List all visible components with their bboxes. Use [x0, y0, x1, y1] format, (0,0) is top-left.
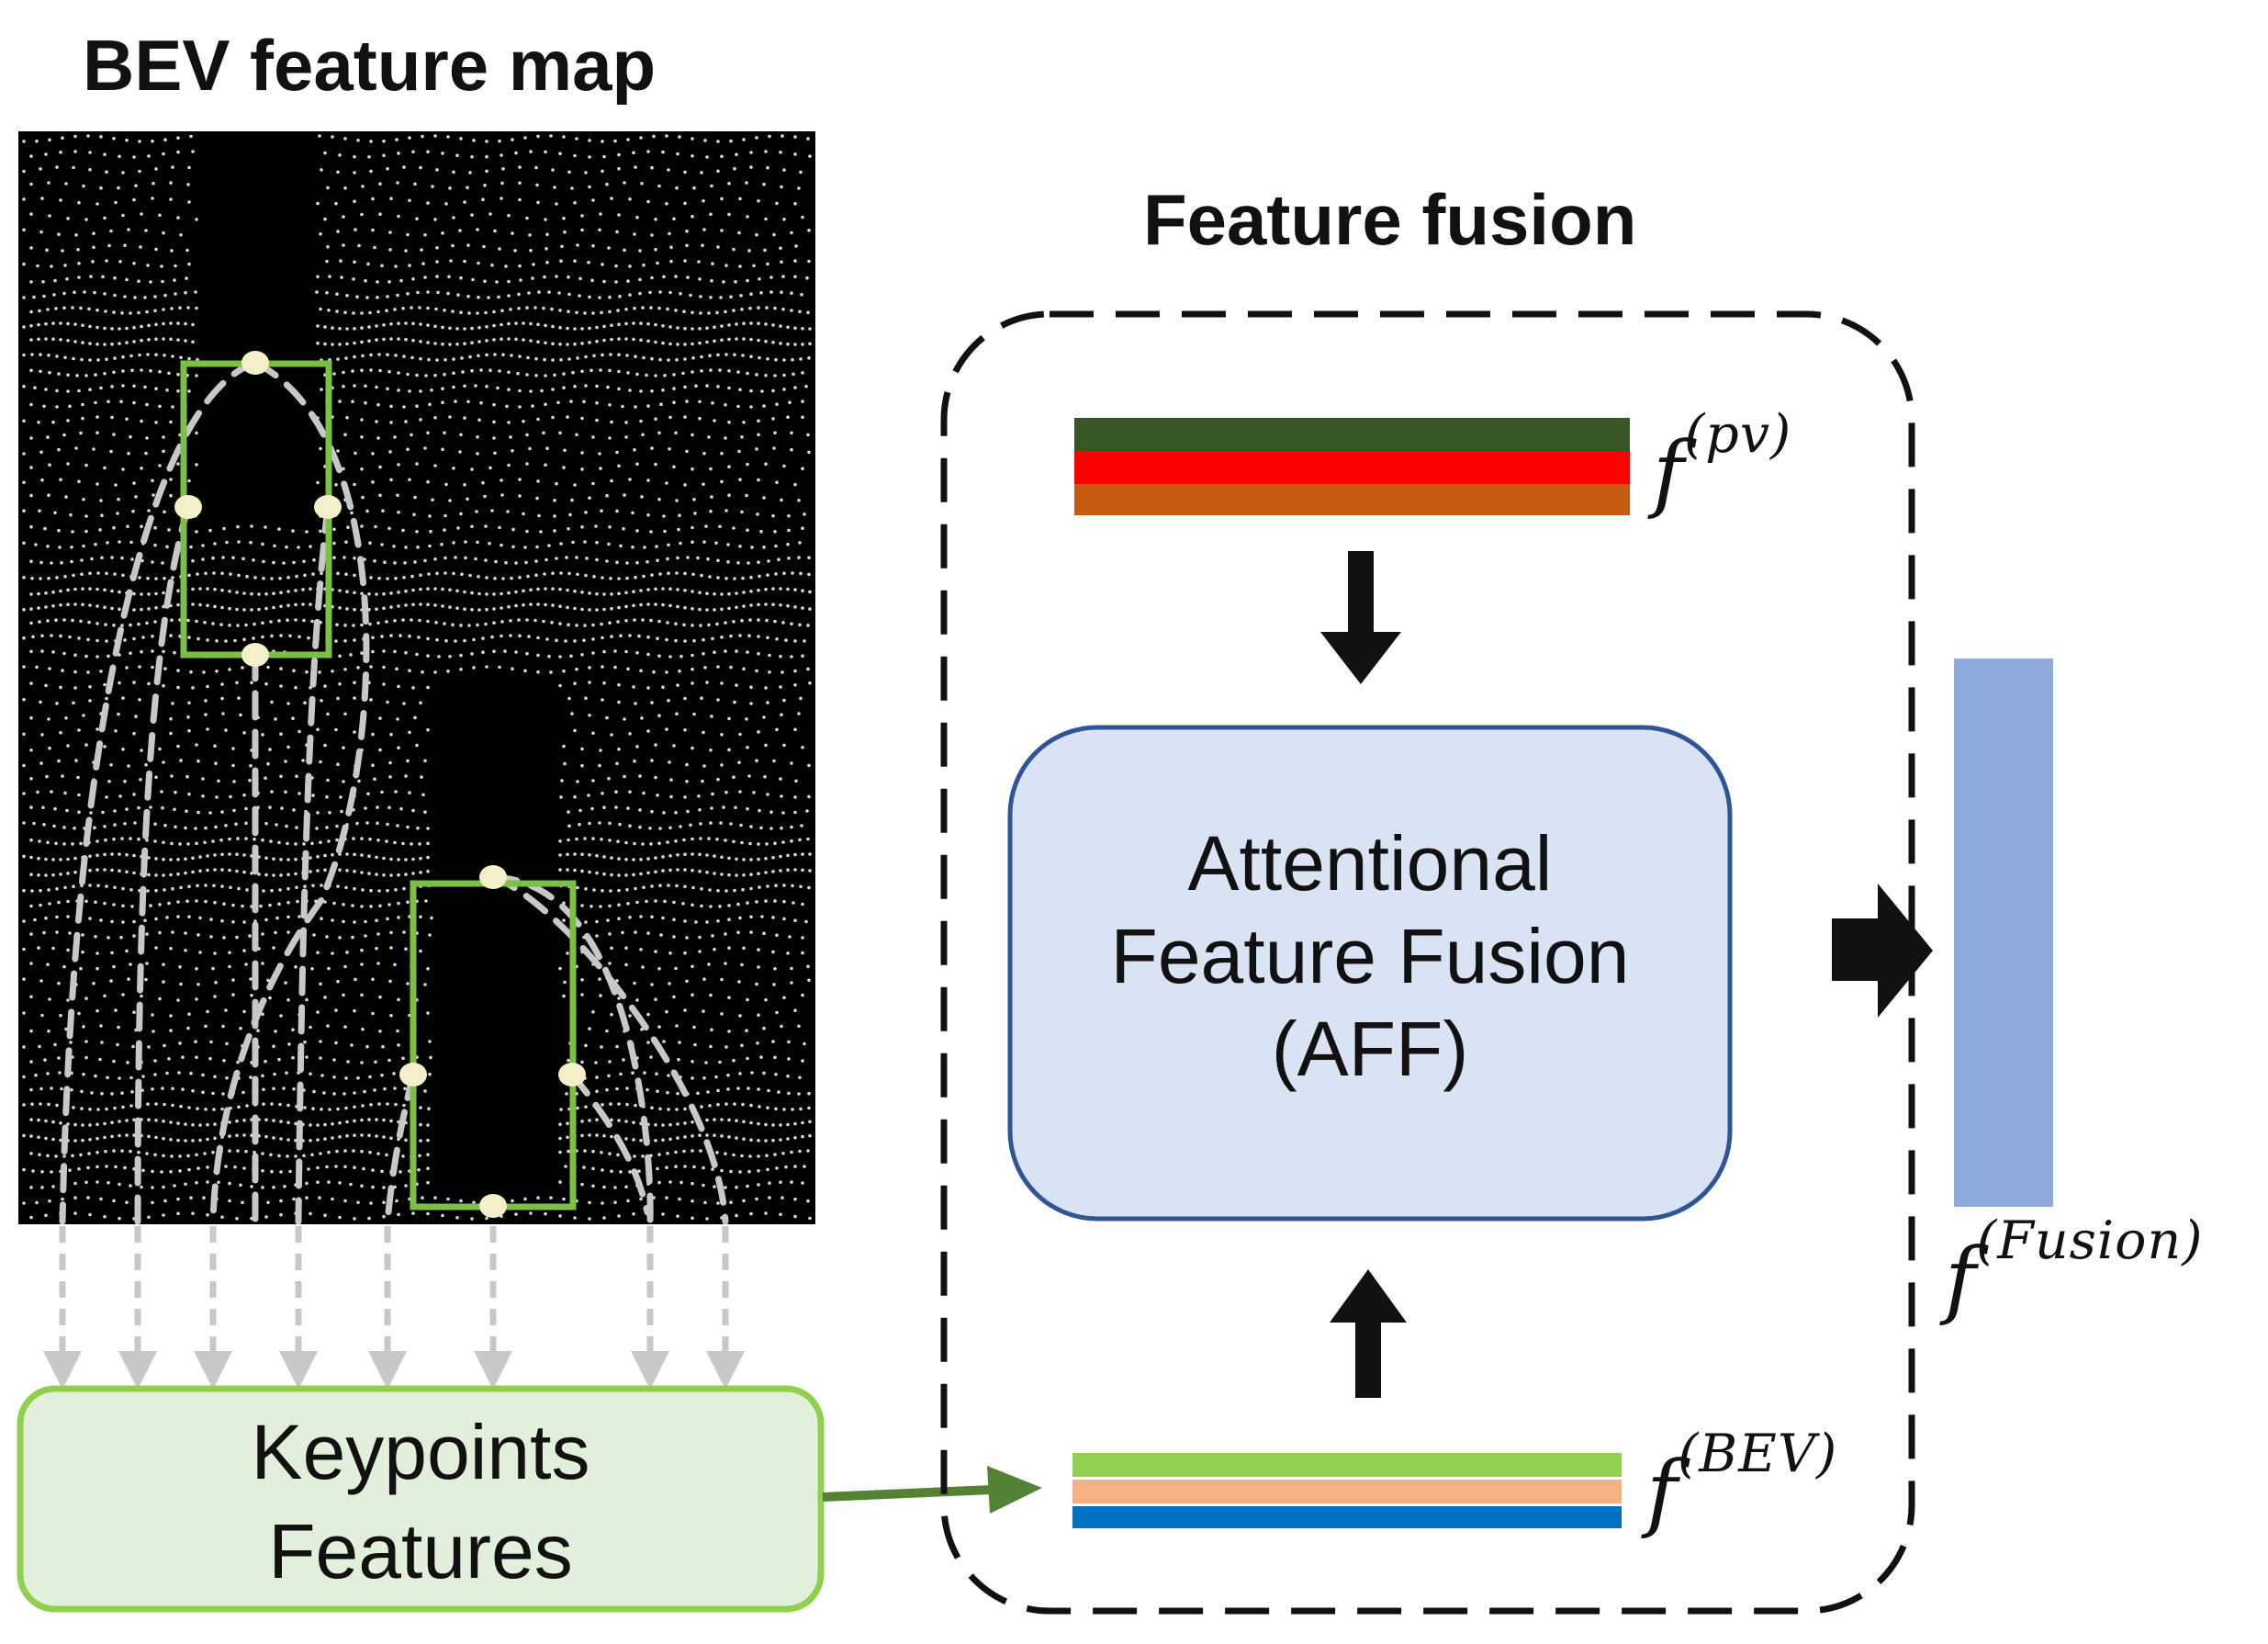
pv-feature-vector: [1074, 418, 1630, 515]
bev-to-aff-arrow: [1330, 1269, 1407, 1398]
keypoints-to-bev-arrow: [822, 1466, 1042, 1514]
bev-feature-label: f(BEV): [1646, 1424, 1837, 1541]
pv-to-aff-arrow: [1320, 551, 1401, 684]
keypoint-down-arrows: [43, 1226, 745, 1390]
aff-line-2: Feature Fusion: [1110, 912, 1630, 999]
fusion-feature-vector: [1954, 659, 2053, 1207]
curve-2: [134, 503, 192, 1225]
bev-map-title: BEV feature map: [83, 25, 657, 106]
curve-4: [295, 503, 331, 1225]
keypoint-projection-curves: [59, 359, 729, 1225]
curve-1: [59, 359, 259, 1225]
bev-stripe-1: [1072, 1453, 1622, 1477]
pv-label-sup: (pv): [1684, 404, 1792, 465]
bev-stripe-3: [1072, 1506, 1622, 1528]
curve-3: [209, 359, 370, 1225]
pv-stripe-3: [1074, 484, 1630, 515]
fusion-label-sup: (Fusion): [1976, 1210, 2204, 1271]
keypoints-line-1: Keypoints: [251, 1409, 590, 1495]
bev-label-sup: (BEV): [1678, 1424, 1838, 1484]
fusion-feature-label: f(Fusion): [1945, 1210, 2203, 1328]
pv-feature-label: f(pv): [1653, 404, 1791, 522]
aff-to-fusion-arrow: [1832, 884, 1933, 1018]
aff-line-1: Attentional: [1187, 820, 1553, 906]
fusion-label-base: f: [1945, 1230, 1977, 1329]
bev-feature-map-image: [18, 131, 815, 1224]
pv-stripe-2: [1074, 451, 1630, 484]
keypoints-features-box: [17, 1385, 825, 1613]
keypoints-features-label: Keypoints Features: [20, 1403, 821, 1601]
bev-label-base: f: [1646, 1443, 1679, 1542]
curve-8: [384, 1071, 417, 1225]
bev-feature-vector: [1072, 1453, 1622, 1528]
bev-stripe-2: [1072, 1480, 1622, 1503]
curve-6: [489, 873, 654, 1225]
curve-7: [489, 873, 729, 1225]
aff-label: Attentional Feature Fusion (AFF): [1010, 817, 1730, 1095]
keypoints: [174, 351, 586, 1218]
keypoints-line-2: Features: [268, 1507, 573, 1594]
feature-fusion-title: Feature fusion: [1143, 179, 1637, 260]
aff-box: [1007, 725, 1733, 1222]
pv-stripe-1: [1074, 418, 1630, 451]
pv-label-base: f: [1653, 423, 1685, 523]
point-cloud-dots: [22, 134, 812, 1221]
aff-line-3: (AFF): [1271, 1005, 1469, 1092]
